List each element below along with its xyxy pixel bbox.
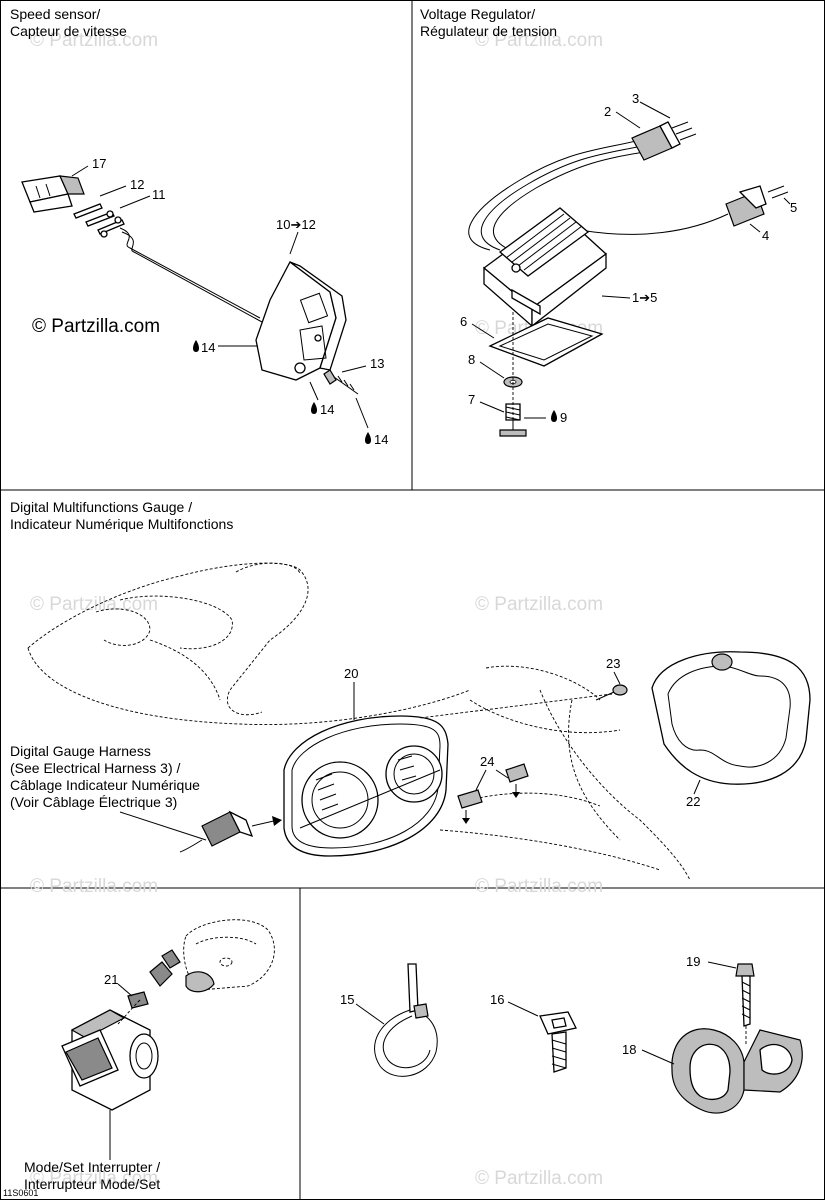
callout-7: 7 (468, 392, 475, 407)
voltage-regulator-title-fr: Régulateur de tension (420, 23, 557, 39)
push-rivet-16 (539, 1011, 577, 1073)
callout-21: 21 (104, 972, 118, 987)
callout-11: 11 (152, 187, 166, 202)
mode-set-title-en: Mode/Set Interrupter / (24, 1159, 160, 1175)
callout-8: 8 (468, 352, 475, 367)
gasket-6 (488, 317, 604, 367)
callout-5: 5 (790, 200, 797, 215)
speed-sensor-body (255, 261, 347, 381)
faded-watermark: © Partzilla.com (30, 1168, 158, 1189)
harness-line-1: Digital Gauge Harness (10, 743, 151, 759)
callout-20: 20 (344, 666, 358, 681)
callout-13: 13 (370, 356, 384, 371)
callout-14: 14 (374, 432, 388, 447)
digital-gauge-20 (283, 715, 449, 857)
gauge-harness-connector (179, 810, 254, 853)
faded-watermark: © Partzilla.com (475, 594, 603, 615)
faded-watermark: © Partzilla.com (30, 30, 158, 51)
handlebar-pod-outline (183, 919, 275, 991)
callout-14: 14 (201, 340, 215, 355)
terminal-pins (73, 203, 125, 238)
callout-16: 16 (490, 992, 504, 1007)
speed-sensor-title-en: Speed sensor/ (10, 6, 100, 22)
callout-22: 22 (686, 794, 700, 809)
callout-18: 18 (622, 1042, 636, 1057)
callout-9: 9 (560, 410, 567, 425)
callout-24: 24 (480, 754, 494, 769)
connector-17 (21, 175, 85, 213)
gauge-panel: Digital Multifunctions Gauge / Indicateu… (10, 499, 811, 881)
voltage-regulator-title-en: Voltage Regulator/ (420, 6, 535, 22)
connector-4 (725, 185, 767, 227)
mode-set-panel: 21 Mode/Set Interrupter / Interrupteur M… (24, 919, 275, 1192)
faded-watermark: © Partzilla.com (475, 30, 603, 51)
callout-12: 12 (130, 177, 144, 192)
harness-line-2: (See Electrical Harness 3) / (10, 760, 181, 776)
handlebar-outline (27, 562, 691, 881)
faded-watermark: © Partzilla.com (30, 594, 158, 615)
drop-icon (193, 340, 199, 352)
callout-2: 2 (604, 104, 611, 119)
faded-watermark: © Partzilla.com (30, 876, 158, 897)
regulator-body (482, 207, 608, 328)
voltage-regulator-panel: Voltage Regulator/ Régulateur de tension (420, 6, 797, 437)
screw-7 (499, 403, 527, 437)
drop-icon (551, 410, 557, 422)
screw-13 (323, 369, 359, 395)
gauge-bezel-22 (651, 651, 811, 785)
drop-icon (311, 402, 317, 414)
connector-2 (631, 121, 681, 161)
cable-tie-15 (374, 963, 438, 1077)
screw-23 (595, 684, 628, 701)
callout-10-12: 10➔12 (276, 217, 316, 232)
speed-sensor-panel: Speed sensor/ Capteur de vitesse © Partz… (10, 6, 388, 447)
speed-sensor-title-fr: Capteur de vitesse (10, 23, 127, 39)
callout-3: 3 (632, 91, 639, 106)
gauge-title-en: Digital Multifunctions Gauge / (10, 499, 192, 515)
faded-watermark: © Partzilla.com (475, 876, 603, 897)
mode-set-title-fr: Interrupteur Mode/Set (24, 1176, 160, 1192)
fasteners-panel: 15 16 19 18 (340, 954, 803, 1114)
footer-code: 11S0601 (3, 1188, 38, 1198)
callout-23: 23 (606, 656, 620, 671)
harness-line-3: Câblage Indicateur Numérique (10, 777, 200, 793)
gauge-title-fr: Indicateur Numérique Multifonctions (10, 516, 233, 532)
callout-15: 15 (340, 992, 354, 1007)
mode-set-buttons (127, 949, 215, 1009)
faded-watermark: © Partzilla.com (475, 1168, 603, 1189)
callout-1-5: 1➔5 (632, 290, 657, 305)
harness-line-4: (Voir Câblage Électrique 3) (10, 794, 177, 810)
callout-4: 4 (762, 228, 769, 243)
callout-14: 14 (320, 402, 334, 417)
hose-clamp-18 (671, 1028, 803, 1114)
switch-housing (61, 1009, 159, 1111)
partzilla-watermark: © Partzilla.com (32, 316, 160, 337)
callout-19: 19 (686, 954, 700, 969)
drop-icon (365, 432, 371, 444)
callout-17: 17 (92, 156, 106, 171)
adhesive-pads-24 (457, 763, 529, 809)
callout-6: 6 (460, 314, 467, 329)
screw-19 (735, 963, 755, 1027)
